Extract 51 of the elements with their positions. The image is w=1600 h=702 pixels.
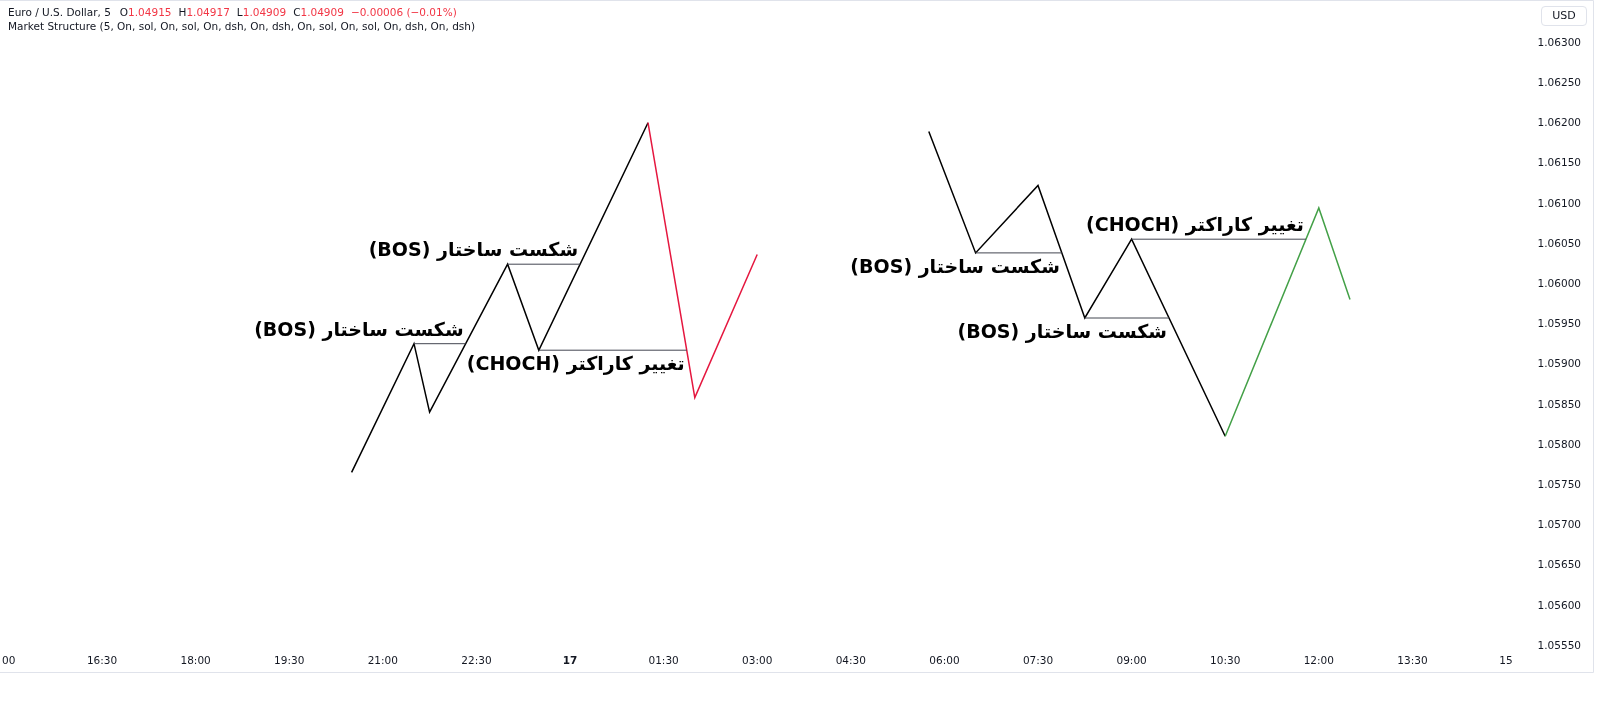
- price-tick-label: 1.06000: [1537, 276, 1581, 290]
- ohlc-value: 1.04917: [186, 6, 230, 19]
- price-tick-label: 1.05800: [1537, 437, 1581, 451]
- ohlc-label: O: [119, 6, 129, 19]
- price-tick-label: 1.05550: [1537, 638, 1581, 652]
- time-tick-label: 09:00: [1116, 654, 1147, 667]
- annotation-label: شکست ساختار (BOS): [850, 254, 1060, 278]
- price-tick-label: 1.05700: [1537, 518, 1581, 532]
- time-tick-label: 21:00: [367, 654, 398, 667]
- ohlc-label: L: [236, 6, 243, 19]
- price-tick-label: 1.05600: [1537, 598, 1581, 612]
- price-tick-label: 1.05650: [1537, 558, 1581, 572]
- price-tick-label: 1.05950: [1537, 317, 1581, 331]
- price-change: −0.00006 (−0.01%): [350, 6, 457, 19]
- annotation-label: شکست ساختار (BOS): [368, 238, 579, 262]
- time-tick-label: 00: [2, 654, 16, 667]
- ohlc-label: C: [293, 6, 301, 19]
- ohlc-value: 1.04909: [300, 6, 344, 19]
- indicator-settings: Market Structure (5, On, sol, On, sol, On, dsh, On, dsh, On, sol, On, sol, On, dsh, On, dsh): [8, 20, 476, 33]
- time-tick-label: 04:30: [835, 654, 866, 667]
- time-tick-label: 15: [1499, 654, 1513, 667]
- time-tick-label: 12:00: [1303, 654, 1334, 667]
- price-tick-label: 1.06050: [1537, 236, 1581, 250]
- price-tick-label: 1.06150: [1537, 156, 1581, 170]
- symbol-title: Euro / U.S. Dollar, 5: [8, 6, 111, 19]
- annotation-label: تغییر کاراکتر (CHOCH): [466, 352, 685, 376]
- time-tick-label: 22:30: [461, 654, 492, 667]
- time-tick-label: 16:30: [86, 654, 118, 667]
- time-tick-label: 18:00: [180, 654, 211, 667]
- time-tick-label: 01:30: [648, 654, 679, 667]
- ohlc-label: H: [178, 6, 187, 19]
- annotation-label: شکست ساختار (BOS): [957, 320, 1167, 343]
- price-tick-label: 1.06200: [1537, 116, 1581, 130]
- time-tick-label: 13:30: [1397, 654, 1428, 667]
- time-tick-label: 17: [562, 654, 578, 667]
- currency-label: USD: [1541, 6, 1587, 26]
- price-tick-label: 1.06250: [1537, 76, 1581, 89]
- price-tick-label: 1.06100: [1537, 196, 1581, 210]
- ohlc-value: 1.04915: [128, 6, 172, 19]
- annotation-label: شکست ساختار (BOS): [254, 317, 464, 341]
- price-tick-label: 1.05900: [1537, 357, 1581, 371]
- time-tick-label: 03:00: [742, 654, 773, 667]
- time-tick-label: 19:30: [274, 654, 305, 667]
- time-tick-label: 06:00: [929, 654, 960, 667]
- annotation-label: تغییر کاراکتر (CHOCH): [1086, 213, 1304, 237]
- time-tick-label: 10:30: [1210, 654, 1241, 667]
- price-tick-label: 1.06300: [1537, 35, 1581, 49]
- time-tick-label: 07:30: [1022, 654, 1054, 667]
- price-tick-label: 1.05850: [1537, 397, 1581, 411]
- ohlc-value: 1.04909: [242, 6, 287, 19]
- price-tick-label: 1.05750: [1537, 477, 1581, 491]
